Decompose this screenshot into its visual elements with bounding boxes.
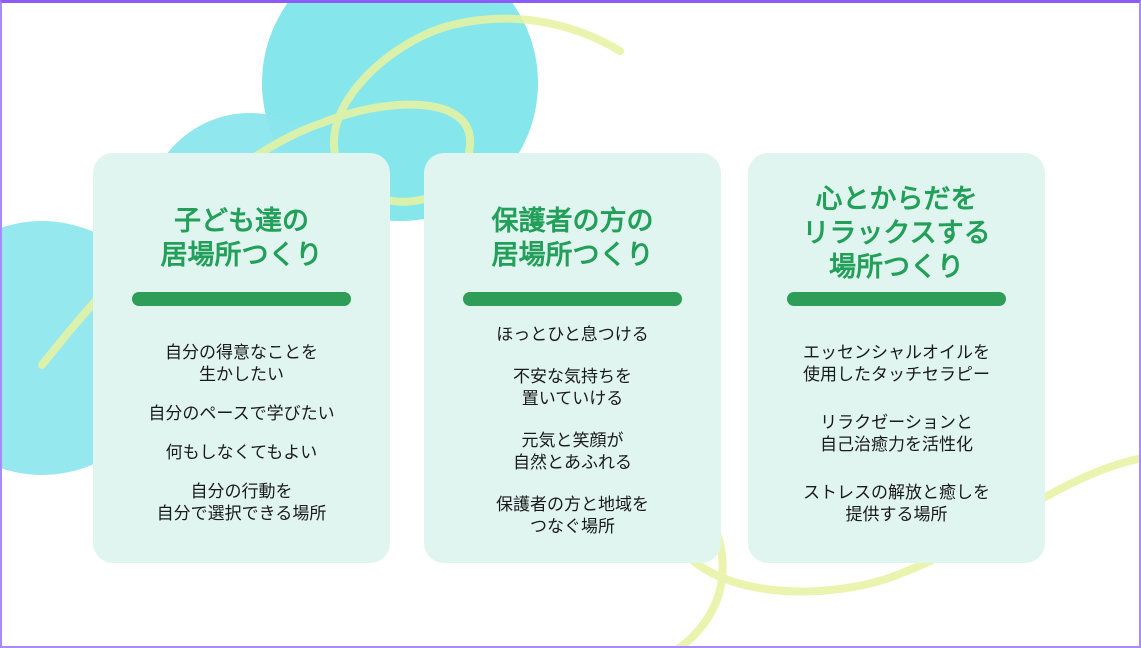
card-guardians: 保護者の方の 居場所つくり ほっとひと息つける 不安な気持ちを 置いていける 元… bbox=[424, 153, 721, 563]
card-divider-bar bbox=[132, 292, 351, 306]
list-item: 何もしなくてもよい bbox=[165, 443, 318, 463]
card-item-list: エッセンシャルオイルを 使用したタッチセラピー リラクゼーションと 自己治癒力を… bbox=[748, 342, 1045, 526]
card-item-list: 自分の得意なことを 生かしたい 自分のペースで学びたい 何もしなくてもよい 自分… bbox=[93, 342, 390, 525]
list-item: ほっとひと息つける bbox=[496, 325, 649, 345]
list-item: エッセンシャルオイルを 使用したタッチセラピー bbox=[803, 343, 990, 385]
list-item: 自分の得意なことを 生かしたい bbox=[165, 343, 318, 385]
card-children: 子ども達の 居場所つくり 自分の得意なことを 生かしたい 自分のペースで学びたい… bbox=[93, 153, 390, 563]
list-item: ストレスの解放と癒しを 提供する場所 bbox=[803, 483, 990, 525]
list-item: 自分のペースで学びたい bbox=[148, 404, 335, 424]
list-item: 不安な気持ちを 置いていける bbox=[513, 367, 632, 409]
list-item: 保護者の方と地域を つなぐ場所 bbox=[496, 495, 649, 537]
card-divider-bar bbox=[787, 292, 1006, 306]
card-relaxation: 心とからだを リラックスする 場所つくり エッセンシャルオイルを 使用したタッチ… bbox=[748, 153, 1045, 563]
card-divider-bar bbox=[463, 292, 682, 306]
list-item: 元気と笑顔が 自然とあふれる bbox=[513, 431, 632, 473]
list-item: リラクゼーションと 自己治癒力を活性化 bbox=[820, 413, 973, 455]
card-title: 保護者の方の 居場所つくり bbox=[491, 206, 654, 271]
card-title: 子ども達の 居場所つくり bbox=[160, 206, 323, 271]
list-item: 自分の行動を 自分で選択できる場所 bbox=[156, 482, 327, 524]
card-item-list: ほっとひと息つける 不安な気持ちを 置いていける 元気と笑顔が 自然とあふれる … bbox=[424, 324, 721, 538]
card-title: 心とからだを リラックスする 場所つくり bbox=[802, 184, 991, 283]
